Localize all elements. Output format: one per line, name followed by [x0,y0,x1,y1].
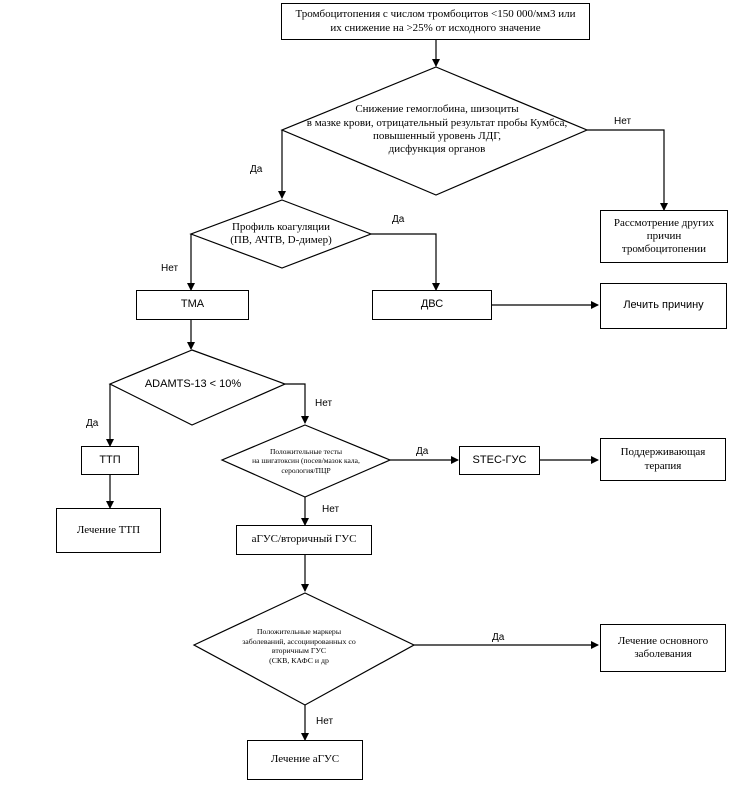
arrow-adamts-no [285,383,309,424]
label-shigatoxin-no: Нет [322,504,340,515]
node-ahus-secondary: аГУС/вторичный ГУС [236,525,372,555]
node-thrombocytopenia: Тромбоцитопения с числом тромбоцитов <15… [281,3,590,40]
node-tma: ТМА [136,290,249,320]
label-secondary-no: Нет [316,716,334,727]
arrow-coagulation-yes [371,233,440,291]
node-other-causes: Рассмотрение других причин тромбоцитопен… [600,210,728,263]
decision-shigatoxin-text: Положительные тесты на шигатоксин (посев… [252,447,360,475]
label-hemolysis-yes: Да [250,164,263,175]
node-dic: ДВС [372,290,492,320]
node-treat-ttp: Лечение ТТП [56,508,161,553]
decision-adamts-text: ADAMTS-13 < 10% [144,378,242,391]
label-adamts-no: Нет [315,398,333,409]
decision-hemolysis-text: Снижение гемоглобина, шизоциты в мазке к… [306,103,568,156]
decision-diamond-hemolysis [280,66,589,196]
label-hemolysis-no: Нет [614,116,632,127]
decision-diamond-coagulation [189,199,373,269]
decision-diamond-adamts [108,349,287,426]
label-secondary-yes: Да [492,632,505,643]
label-coagulation-yes: Да [392,214,405,225]
node-treat-ahus: Лечение аГУС [247,740,363,780]
arrow-hemolysis-no [587,129,668,211]
label-adamts-yes: Да [86,418,99,429]
decision-secondary-text: Положительные маркеры заболеваний, ассоц… [242,627,356,665]
node-treat-cause: Лечить причину [600,283,727,329]
node-stec-hus: STEC-ГУС [459,446,540,475]
label-shigatoxin-yes: Да [416,446,429,457]
decision-coagulation-text: Профиль коагуляции (ПВ, АЧТВ, D-димер) [230,220,332,246]
label-coagulation-no: Нет [161,263,179,274]
node-supportive-therapy: Поддерживающая терапия [600,438,726,481]
node-treat-underlying: Лечение основного заболевания [600,624,726,672]
node-ttp: ТТП [81,446,139,475]
